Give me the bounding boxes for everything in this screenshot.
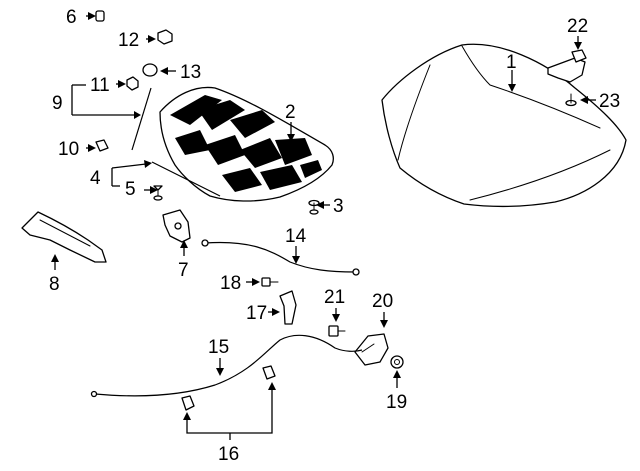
- callout-22: 22: [567, 16, 588, 37]
- callout-17: 17: [246, 303, 267, 324]
- callout-12: 12: [118, 30, 139, 51]
- callout-13: 13: [180, 62, 201, 83]
- part-5-bolt[interactable]: [153, 185, 163, 201]
- callout-16: 16: [218, 444, 239, 465]
- callout-18: 18: [220, 273, 241, 294]
- part-6-cap[interactable]: [95, 10, 105, 22]
- part-16-cable-clip[interactable]: [181, 365, 276, 411]
- callout-3: 3: [333, 196, 344, 217]
- callout-8: 8: [49, 274, 60, 295]
- part-19-grommet[interactable]: [390, 355, 404, 369]
- part-9-support-strut[interactable]: [131, 87, 152, 151]
- part-14-release-cable[interactable]: [201, 239, 360, 276]
- part-17-release-handle[interactable]: [279, 290, 297, 325]
- part-21-bolt[interactable]: [328, 325, 346, 337]
- part-22-hinge[interactable]: [547, 49, 587, 83]
- callout-5: 5: [125, 179, 136, 200]
- callout-10: 10: [58, 139, 79, 160]
- part-2-hood-insulator[interactable]: [159, 86, 334, 202]
- callout-2: 2: [285, 102, 296, 123]
- part-23-bolt[interactable]: [565, 93, 577, 107]
- callout-11: 11: [90, 75, 110, 96]
- callout-21: 21: [324, 287, 345, 308]
- callout-labels: 1 2 3 4 5 6 7 8 9 10 11 12 13 14 15 16 1…: [49, 7, 620, 465]
- part-15-cable[interactable]: [90, 334, 363, 398]
- part-4-prop-rod[interactable]: [151, 161, 221, 197]
- callout-19: 19: [386, 392, 407, 413]
- part-13-grommet[interactable]: [142, 63, 158, 77]
- part-10-clip[interactable]: [95, 139, 109, 152]
- part-20-handle-assembly[interactable]: [354, 333, 389, 366]
- part-8-lock-shield[interactable]: [21, 211, 107, 263]
- callout-14: 14: [285, 226, 307, 247]
- part-11-nut[interactable]: [126, 76, 139, 91]
- callout-15: 15: [208, 337, 229, 358]
- callout-9: 9: [52, 93, 63, 114]
- callout-20: 20: [372, 291, 393, 312]
- part-18-bolt[interactable]: [261, 277, 279, 287]
- part-12-nut[interactable]: [157, 29, 173, 45]
- callout-23: 23: [599, 91, 620, 112]
- callout-7: 7: [178, 260, 189, 281]
- part-1-hood-panel[interactable]: [381, 43, 627, 208]
- callout-4: 4: [90, 168, 101, 189]
- part-7-hood-latch[interactable]: [162, 209, 191, 243]
- part-3-bolt[interactable]: [308, 199, 320, 215]
- callout-1: 1: [506, 52, 517, 73]
- leader-lines: [51, 12, 596, 440]
- callout-6: 6: [66, 7, 77, 28]
